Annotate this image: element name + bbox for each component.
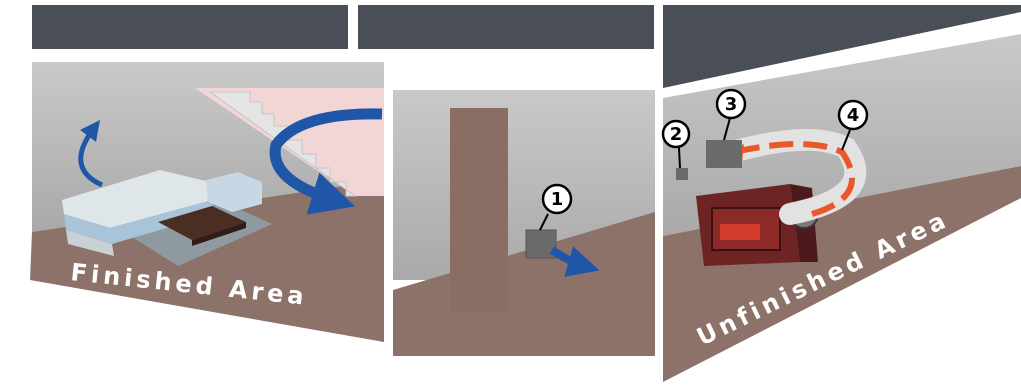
- marker-2-number: 2: [670, 124, 683, 145]
- living-room-furniture: [62, 170, 272, 266]
- ceiling-panel-left: [32, 5, 348, 49]
- vent-3: [706, 140, 742, 168]
- dehumidifier-unit: [696, 184, 819, 266]
- unfinished-room: Unfinished Area: [663, 34, 1021, 382]
- sofa-seat: [64, 200, 214, 244]
- sofa-front: [66, 230, 114, 256]
- vent-2: [676, 168, 688, 180]
- marker-4-number: 4: [847, 105, 860, 126]
- marker-2: 2: [661, 119, 691, 169]
- finished-room: Finished Area: [30, 62, 384, 342]
- blue-arrow-vent-icon: [549, 246, 600, 277]
- door: [450, 108, 508, 313]
- blue-arrow-large-icon: [269, 108, 383, 215]
- orange-arrow-icon: [733, 141, 855, 217]
- ceiling-panel-middle: [358, 5, 654, 49]
- marker-3-number: 3: [725, 94, 738, 115]
- marker-1: 1: [539, 183, 573, 231]
- marker-1-number: 1: [551, 189, 564, 210]
- blue-arrow-small-icon: [78, 119, 104, 188]
- middle-room: [393, 90, 655, 356]
- armchair: [206, 172, 262, 212]
- marker-3: 3: [715, 88, 747, 141]
- ceiling-panel-right: [663, 5, 1021, 88]
- coffee-table: [158, 206, 246, 240]
- marker-4: 4: [837, 99, 869, 151]
- ceiling: [32, 5, 1021, 88]
- sofa-back: [62, 170, 212, 228]
